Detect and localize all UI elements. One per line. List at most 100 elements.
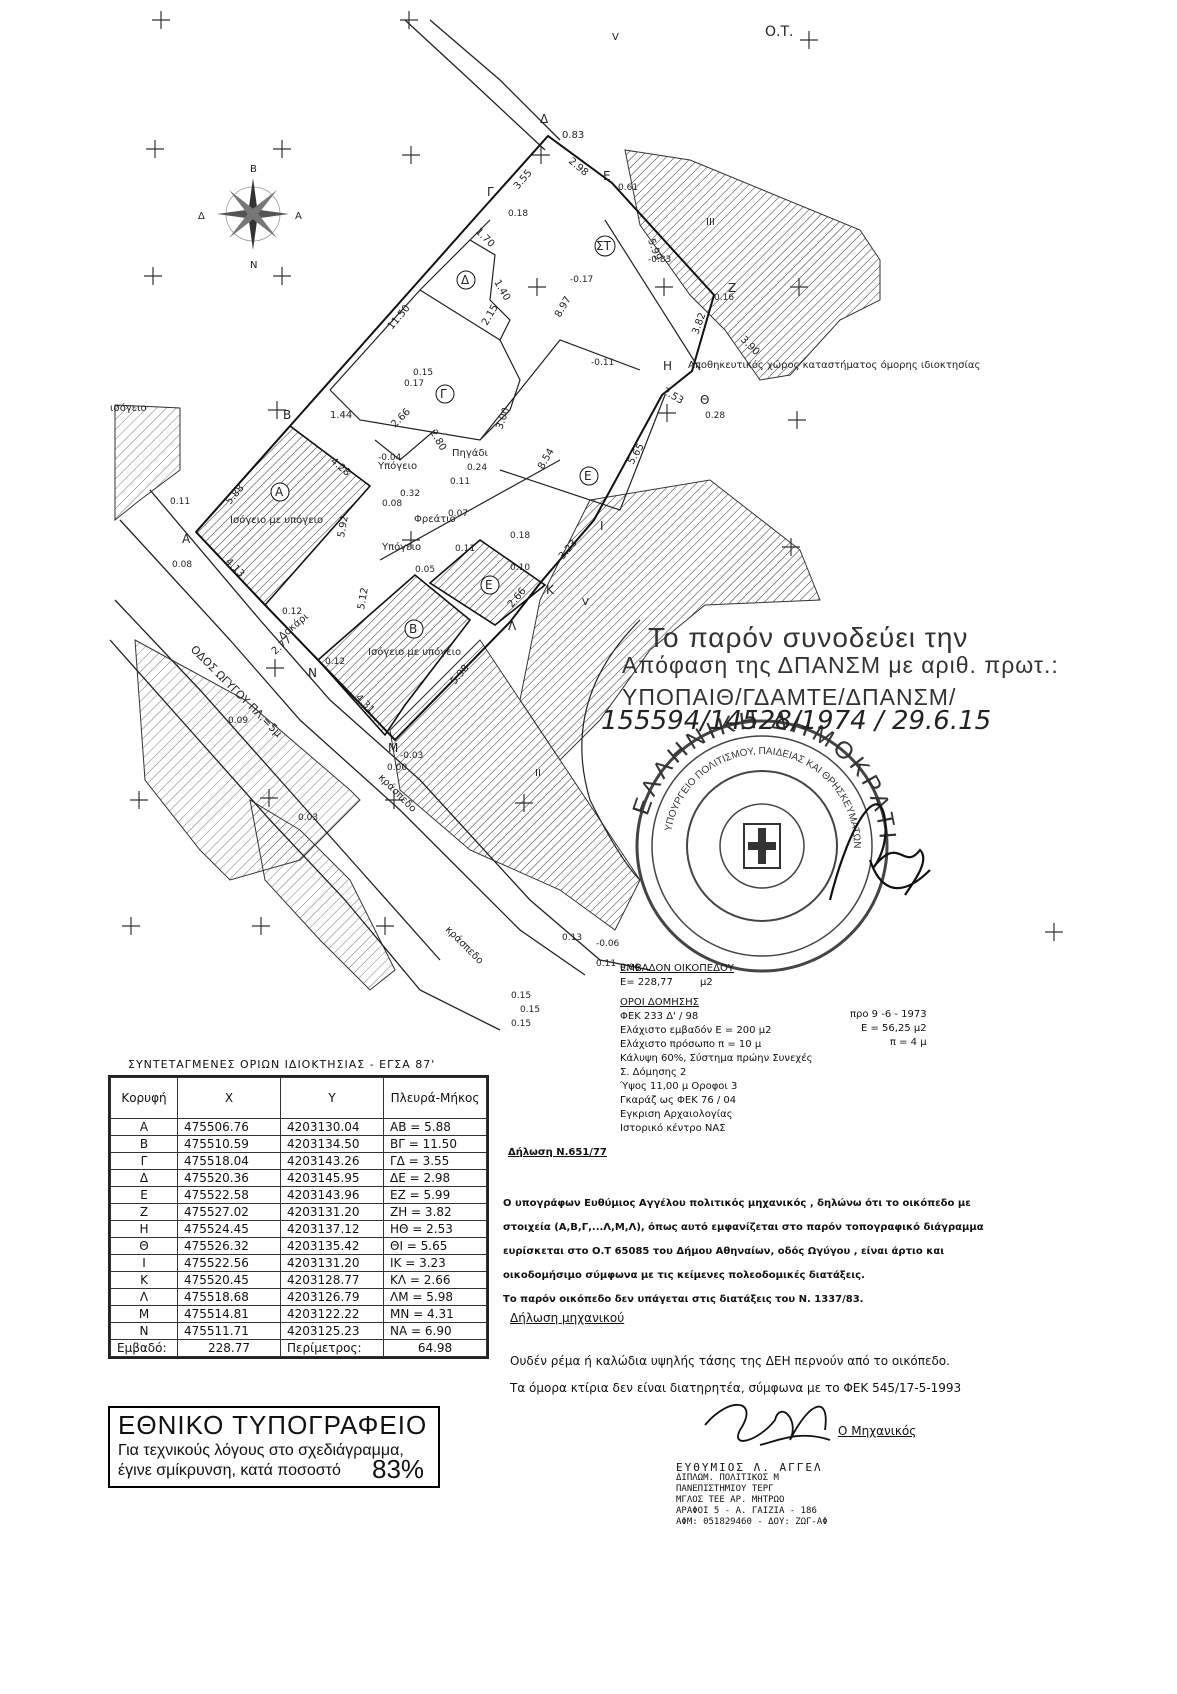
- neighbor-left-top: [114, 404, 181, 522]
- storage-label: Αποθηκευτικός χώρος καταστήματος όμορης …: [688, 359, 980, 371]
- svg-text:0.15: 0.15: [520, 1005, 540, 1015]
- declaration-line: στοιχεία (Α,Β,Γ,...Λ,Μ,Λ), όπως αυτό εμφ…: [503, 1222, 984, 1233]
- col-header: Πλευρά-Μήκος: [383, 1077, 487, 1119]
- svg-text:Δ: Δ: [461, 273, 470, 287]
- area-footer-label: Εμβαδό:: [110, 1339, 178, 1357]
- engineer-label: Ο Μηχανικός: [838, 1424, 917, 1438]
- y-cell: 4203143.96: [280, 1186, 384, 1204]
- declaration-body: Ο υπογράφων Ευθύμιος Αγγέλου πολιτικός μ…: [503, 1192, 984, 1312]
- declaration-line: οικοδομήσιμο σύμφωνα με τις κείμενες πολ…: [503, 1270, 865, 1281]
- term-line: ΦΕΚ 233 Δ' / 98: [620, 1011, 699, 1022]
- svg-text:8.54: 8.54: [536, 447, 557, 472]
- vertex-cell: Β: [110, 1135, 178, 1153]
- term-line: Ύψος 11,00 μ Οροφοι 3: [620, 1081, 738, 1092]
- y-cell: 4203131.20: [280, 1254, 384, 1272]
- engineer-stamp-line: ΑΡΑΦΟΙ 5 - Α. ΓΑΙΖΙΑ - 186: [676, 1506, 817, 1516]
- svg-text:0.00: 0.00: [387, 763, 407, 773]
- neighbor-ii: [389, 639, 641, 931]
- y-cell: 4203145.95: [280, 1169, 384, 1187]
- neighbor-arc: [581, 619, 641, 881]
- term-line: Ελάχιστο εμβαδόν Ε = 200 μ2: [620, 1025, 772, 1036]
- side-cell: ΘΙ = 5.65: [383, 1237, 487, 1255]
- vertex-cell: Ν: [110, 1322, 178, 1340]
- engineer-stamp: ΕΥΘΥΜΙΟΣ Λ. ΑΓΓΕΛ ΔΙΠΛΩΜ. ΠΟΛΙΤΙΚΟΣ Μ ΠΑ…: [676, 1462, 828, 1528]
- term-line: Εγκριση Αρχαιολογίας: [620, 1109, 733, 1120]
- y-cell: 4203131.20: [280, 1203, 384, 1221]
- neighbor-iii: [624, 149, 881, 381]
- svg-text:Ε: Ε: [584, 469, 592, 483]
- x-cell: 475526.32: [177, 1237, 281, 1255]
- term-line: Γκαράζ ως ΦΕΚ 76 / 04: [620, 1095, 737, 1106]
- svg-text:Ε: Ε: [603, 169, 611, 183]
- side-cell: ΖΗ = 3.82: [383, 1203, 487, 1221]
- svg-text:1.44: 1.44: [330, 410, 352, 421]
- svg-text:0.16: 0.16: [714, 293, 734, 303]
- stamp-line-1: Το παρόν συνοδεύει την: [648, 622, 969, 653]
- svg-text:-0.17: -0.17: [570, 275, 593, 285]
- ground-floor-left-label: ισόγειο: [110, 402, 147, 414]
- svg-text:2.80: 2.80: [427, 428, 448, 453]
- svg-text:0.24: 0.24: [467, 463, 487, 473]
- perim-footer-label: Περίμετρος:: [280, 1339, 384, 1357]
- well-label: Πηγάδι: [452, 447, 488, 459]
- svg-text:0.13: 0.13: [562, 933, 582, 943]
- svg-text:0.08: 0.08: [382, 499, 402, 509]
- engineer-stamp-line: ΔΙΠΛΩΜ. ΠΟΛΙΤΙΚΟΣ Μ: [676, 1473, 779, 1483]
- svg-text:0.11: 0.11: [596, 959, 616, 969]
- side-cell: ΕΖ = 5.99: [383, 1186, 487, 1204]
- engineer-stamp-line: ΕΥΘΥΜΙΟΣ Λ. ΑΓΓΕΛ: [676, 1461, 823, 1474]
- svg-text:0.17: 0.17: [404, 379, 424, 389]
- svg-text:3.00: 3.00: [494, 406, 512, 431]
- svg-text:Γ: Γ: [487, 185, 494, 199]
- engineer-declaration-title: Δήλωση μηχανικού: [510, 1311, 625, 1325]
- building-a-label: Ισόγειο με υπόγειο: [230, 514, 323, 526]
- y-cell: 4203137.12: [280, 1220, 384, 1238]
- block-label: Ο.Τ.: [765, 24, 793, 40]
- building-terms-title: ΟΡΟΙ ΔΟΜΗΣΗΣ: [620, 997, 699, 1008]
- basement-label-1: Υπόγειο: [377, 460, 417, 472]
- side-cell: ΔΕ = 2.98: [383, 1169, 487, 1187]
- x-cell: 475522.56: [177, 1254, 281, 1272]
- svg-text:0.28: 0.28: [705, 411, 725, 421]
- svg-text:0.18: 0.18: [508, 209, 528, 219]
- svg-text:-0.03: -0.03: [400, 751, 423, 761]
- svg-text:-0.06: -0.06: [596, 939, 620, 949]
- area-unit: μ2: [700, 977, 713, 988]
- vertex-cell: Θ: [110, 1237, 178, 1255]
- area-value: Ε= 228,77: [620, 977, 673, 988]
- svg-text:1.40: 1.40: [491, 278, 512, 303]
- ministry-seal: ΕΛΛΗΝΙΚΗ ΔΗΜΟΚΡΑΤΙΑ ΥΠΟΥΡΓΕΙΟ ΠΟΛΙΤΙΣΜΟΥ…: [627, 707, 897, 973]
- old-term-line: π = 4 μ: [889, 1037, 927, 1048]
- svg-text:0.09: 0.09: [228, 716, 248, 726]
- side-cell: ΛΜ = 5.98: [383, 1288, 487, 1306]
- svg-text:Ι: Ι: [600, 519, 604, 533]
- curb-label-2: κράσπεδο: [443, 924, 486, 967]
- svg-text:0.15: 0.15: [511, 991, 531, 1001]
- vertex-cell: Γ: [110, 1152, 178, 1170]
- national-printing-line1: Για τεχνικούς λόγους στο σχεδιάγραμμα,: [118, 1442, 404, 1459]
- svg-text:5.12: 5.12: [356, 587, 371, 611]
- svg-text:0.11: 0.11: [455, 544, 475, 554]
- svg-text:A: A: [275, 485, 284, 499]
- svg-text:0.12: 0.12: [325, 657, 345, 667]
- svg-text:Δ: Δ: [540, 112, 549, 126]
- svg-text:-0.04: -0.04: [378, 453, 402, 463]
- street-lines: [109, 19, 651, 1031]
- col-header: Κορυφή: [110, 1077, 178, 1119]
- old-term-line: Ε = 56,25 μ2: [861, 1023, 927, 1034]
- y-cell: 4203130.04: [280, 1118, 384, 1136]
- vertex-cell: Η: [110, 1220, 178, 1238]
- svg-text:Κ: Κ: [546, 583, 555, 597]
- y-cell: 4203122.22: [280, 1305, 384, 1323]
- y-cell: 4203126.79: [280, 1288, 384, 1306]
- compass-n: B: [250, 164, 257, 175]
